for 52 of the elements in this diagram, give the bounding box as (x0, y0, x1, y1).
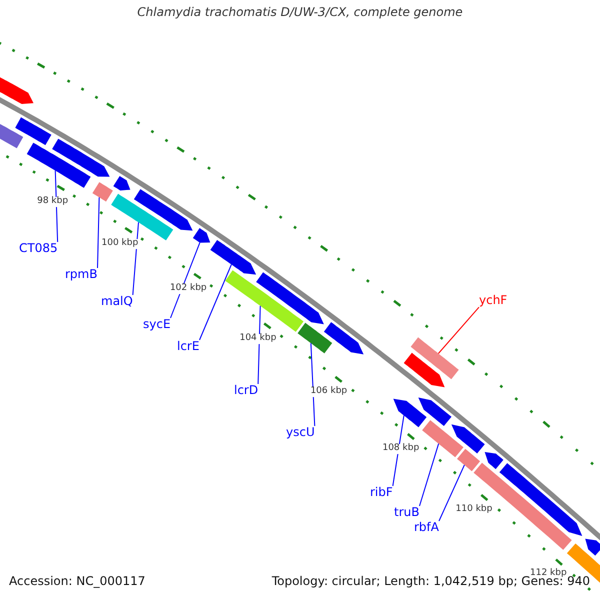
leader-line (258, 305, 261, 384)
gene-bar (457, 448, 480, 472)
scale-label: 102 kbp (168, 284, 208, 294)
leader-line (392, 415, 404, 486)
scale-label: 98 kbp (36, 196, 70, 207)
gene-feature (256, 272, 324, 324)
scale-label: 106 kbp (309, 387, 348, 397)
gene-label: rbfA (414, 521, 439, 534)
gene-feature (192, 228, 210, 243)
leader-line (419, 443, 440, 506)
gene-bar (422, 420, 464, 458)
gene-bar (298, 322, 332, 354)
title: Chlamydia trachomatis D/UW-3/CX, complete genome (136, 6, 464, 20)
gene-feature (585, 538, 600, 556)
gene-label: CT085 (19, 242, 58, 256)
leader-line (438, 306, 480, 354)
scale-label: 110 kbp (454, 504, 494, 515)
gene-label: sycE (143, 318, 171, 332)
gene-feature (484, 452, 504, 470)
gene-label: lcrD (234, 384, 258, 398)
gene-bar (410, 337, 459, 380)
gene-bar (474, 462, 572, 550)
gene-bar (26, 142, 91, 188)
gene-feature (404, 352, 445, 388)
gene-feature (451, 424, 485, 454)
gene-feature (499, 463, 582, 536)
gene-label: yscU (286, 426, 315, 440)
gene-label: rpmB (65, 268, 98, 282)
leader-line (310, 342, 316, 426)
gene-label: ribF (370, 486, 393, 500)
gene-feature (52, 138, 110, 177)
scale-label: 108 kbp (381, 444, 420, 454)
gene-label: ychF (479, 294, 508, 308)
gene-feature (113, 176, 130, 190)
gene-feature (134, 189, 193, 231)
gene-label: lcrE (177, 340, 200, 354)
scale-label: 100 kbp (100, 238, 140, 249)
gene-feature (418, 398, 452, 426)
gene-bar (92, 182, 113, 202)
gene-label: truB (394, 506, 420, 520)
gene-feature (210, 240, 256, 275)
leader-line (97, 196, 100, 268)
gene-bar (15, 117, 52, 146)
gene-feature (393, 398, 427, 428)
leader-line (132, 222, 139, 296)
gene-label: malQ (101, 295, 133, 308)
scale-label: 104 kbp (238, 334, 278, 344)
gene-feature (324, 322, 364, 354)
leader-line (54, 170, 58, 242)
leader-line (199, 264, 232, 340)
gene-bar (225, 270, 304, 332)
accession-text: Accession: NC_000117 (9, 575, 146, 588)
